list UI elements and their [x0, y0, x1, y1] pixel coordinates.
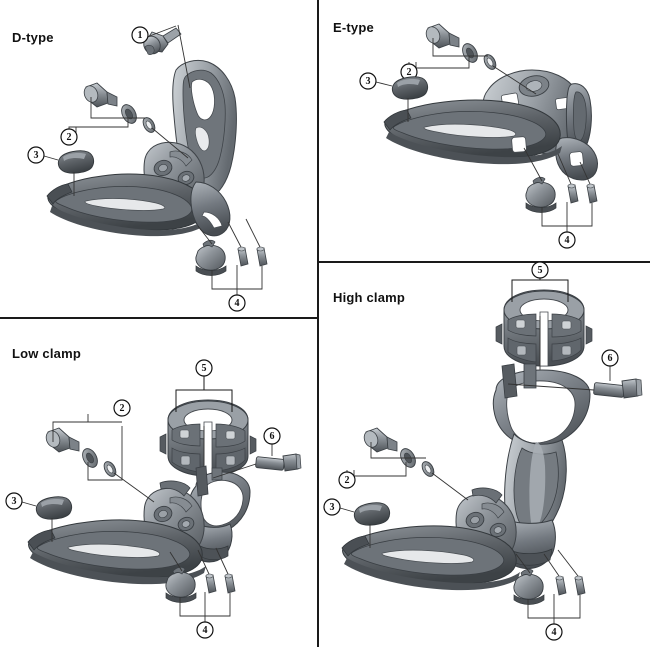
callout-3-marker[interactable]: 3: [5, 492, 23, 510]
callout-2-number: 2: [120, 403, 125, 414]
callout-4-marker[interactable]: 4: [196, 621, 214, 639]
callout-4-number: 4: [203, 625, 208, 636]
callout-1-marker[interactable]: 1: [131, 26, 149, 44]
callout-5-number: 5: [202, 363, 207, 374]
d-type-illustration: 1 2: [27, 24, 268, 312]
part-3-plate: [391, 76, 429, 100]
callout-2-marker[interactable]: 2: [400, 63, 418, 81]
callout-4-number: 4: [565, 235, 570, 246]
divider-horizontal-left: [0, 317, 318, 319]
part-4-small-parts: [165, 566, 236, 603]
callout-2-number: 2: [345, 475, 350, 486]
part-3-plate: [353, 502, 391, 526]
callout-2-number: 2: [407, 67, 412, 78]
callout-4-number: 4: [552, 627, 557, 638]
derailleur-body-e: [383, 69, 598, 181]
callout-6-number: 6: [270, 431, 275, 442]
callout-5-marker[interactable]: 5: [531, 262, 549, 279]
callout-5-number: 5: [538, 265, 543, 276]
part-2-bolt-washers: [425, 23, 497, 70]
panel-low-clamp: Low clamp: [0, 318, 317, 647]
divider-horizontal-right: [317, 261, 650, 263]
part-2-bolt-washers: [363, 427, 435, 477]
panel-title-low-clamp: Low clamp: [12, 346, 81, 361]
callout-2-marker[interactable]: 2: [60, 128, 78, 146]
callout-3-marker[interactable]: 3: [323, 498, 341, 516]
part-3-plate: [35, 496, 73, 520]
callout-4-marker[interactable]: 4: [228, 294, 246, 312]
callout-6-marker[interactable]: 6: [263, 427, 281, 445]
part-1-bolt-assembly: [143, 27, 182, 55]
derailleur-body-high-clamp: [341, 363, 591, 591]
callout-4-number: 4: [235, 298, 240, 309]
divider-vertical-right: [317, 261, 319, 647]
callout-4-marker[interactable]: 4: [558, 231, 576, 249]
callout-3-number: 3: [34, 150, 39, 161]
callout-2-marker[interactable]: 2: [113, 399, 131, 417]
callout-3-marker[interactable]: 3: [359, 72, 377, 90]
panel-high-clamp: High clamp: [318, 262, 650, 647]
part-3-plate: [57, 150, 95, 174]
part-2-bolt-washers: [45, 427, 117, 477]
part-5-clamp-band: [159, 399, 257, 477]
panel-title-d-type: D-type: [12, 30, 54, 45]
callout-6-marker[interactable]: 6: [601, 349, 619, 367]
callout-2-marker[interactable]: 2: [338, 471, 356, 489]
divider-vertical-left: [317, 0, 319, 318]
panel-d-type: D-type: [0, 0, 317, 317]
panel-title-e-type: E-type: [333, 20, 374, 35]
callout-4-marker[interactable]: 4: [545, 623, 563, 641]
callout-3-number: 3: [366, 76, 371, 87]
part-4-small-parts: [525, 176, 598, 213]
callout-3-number: 3: [330, 502, 335, 513]
part-6-clamp-bolt: [255, 453, 302, 472]
callout-6-number: 6: [608, 353, 613, 364]
callout-3-number: 3: [12, 496, 17, 507]
part-4-small-parts: [513, 568, 586, 605]
high-clamp-illustration: 5: [323, 262, 643, 641]
derailleur-body-low-clamp: [27, 465, 251, 585]
low-clamp-illustration: 5: [5, 359, 302, 639]
callout-1-number: 1: [138, 30, 143, 41]
callout-2-number: 2: [67, 132, 72, 143]
panel-e-type: E-type: [318, 0, 650, 261]
part-2-bolt-washers: [83, 82, 156, 133]
panel-title-high-clamp: High clamp: [333, 290, 406, 305]
e-type-illustration: 2 3: [359, 23, 598, 249]
derailleur-body-d: [46, 59, 237, 237]
part-5-clamp-band: [495, 289, 593, 367]
part-6-clamp-bolt: [593, 378, 643, 399]
callout-5-marker[interactable]: 5: [195, 359, 213, 377]
part-4-small-parts: [195, 239, 268, 276]
callout-3-marker[interactable]: 3: [27, 146, 45, 164]
